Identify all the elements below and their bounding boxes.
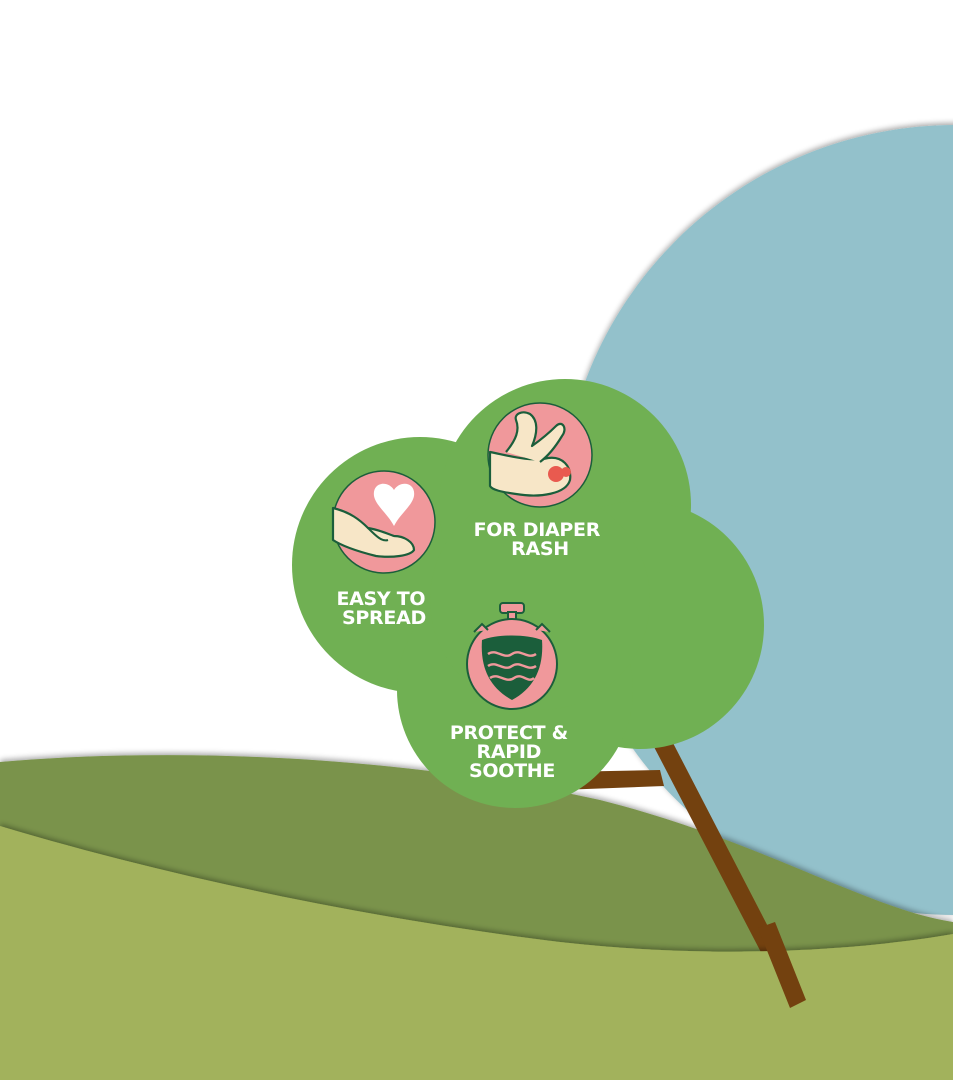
easy-to-spread-label-line-2: SPREAD xyxy=(342,607,426,629)
hand-heart-icon xyxy=(331,470,436,574)
for-diaper-rash-label-line-2: RASH xyxy=(511,538,569,560)
feature-protect-rapid-soothe: PROTECT & RAPID SOOTHE xyxy=(450,602,574,782)
protect-rapid-soothe-label-line-1: PROTECT & xyxy=(450,722,568,744)
protect-rapid-soothe-label-line-3: SOOTHE xyxy=(469,760,555,782)
feature-easy-to-spread: EASY TO SPREAD xyxy=(331,470,436,629)
baby-legs-diaper-icon xyxy=(487,402,593,508)
for-diaper-rash-label-line-1: FOR DIAPER xyxy=(474,519,601,541)
svg-text:FOR DIAPER RASH: FOR DIAPER RASH xyxy=(474,519,607,560)
front-hill xyxy=(0,826,953,1080)
easy-to-spread-label-line-1: EASY TO xyxy=(336,588,425,610)
svg-text:PROTECT & RAPID SO: PROTECT & RAPID SOOTHE xyxy=(450,722,574,782)
feature-for-diaper-rash: FOR DIAPER RASH xyxy=(474,402,607,560)
protect-rapid-soothe-label-line-2: RAPID xyxy=(477,741,542,763)
stopwatch-shield-icon xyxy=(466,602,558,710)
tree-trunk-lower xyxy=(758,922,806,1008)
svg-text:EASY TO SPREAD: EASY TO SPREAD xyxy=(336,588,431,629)
